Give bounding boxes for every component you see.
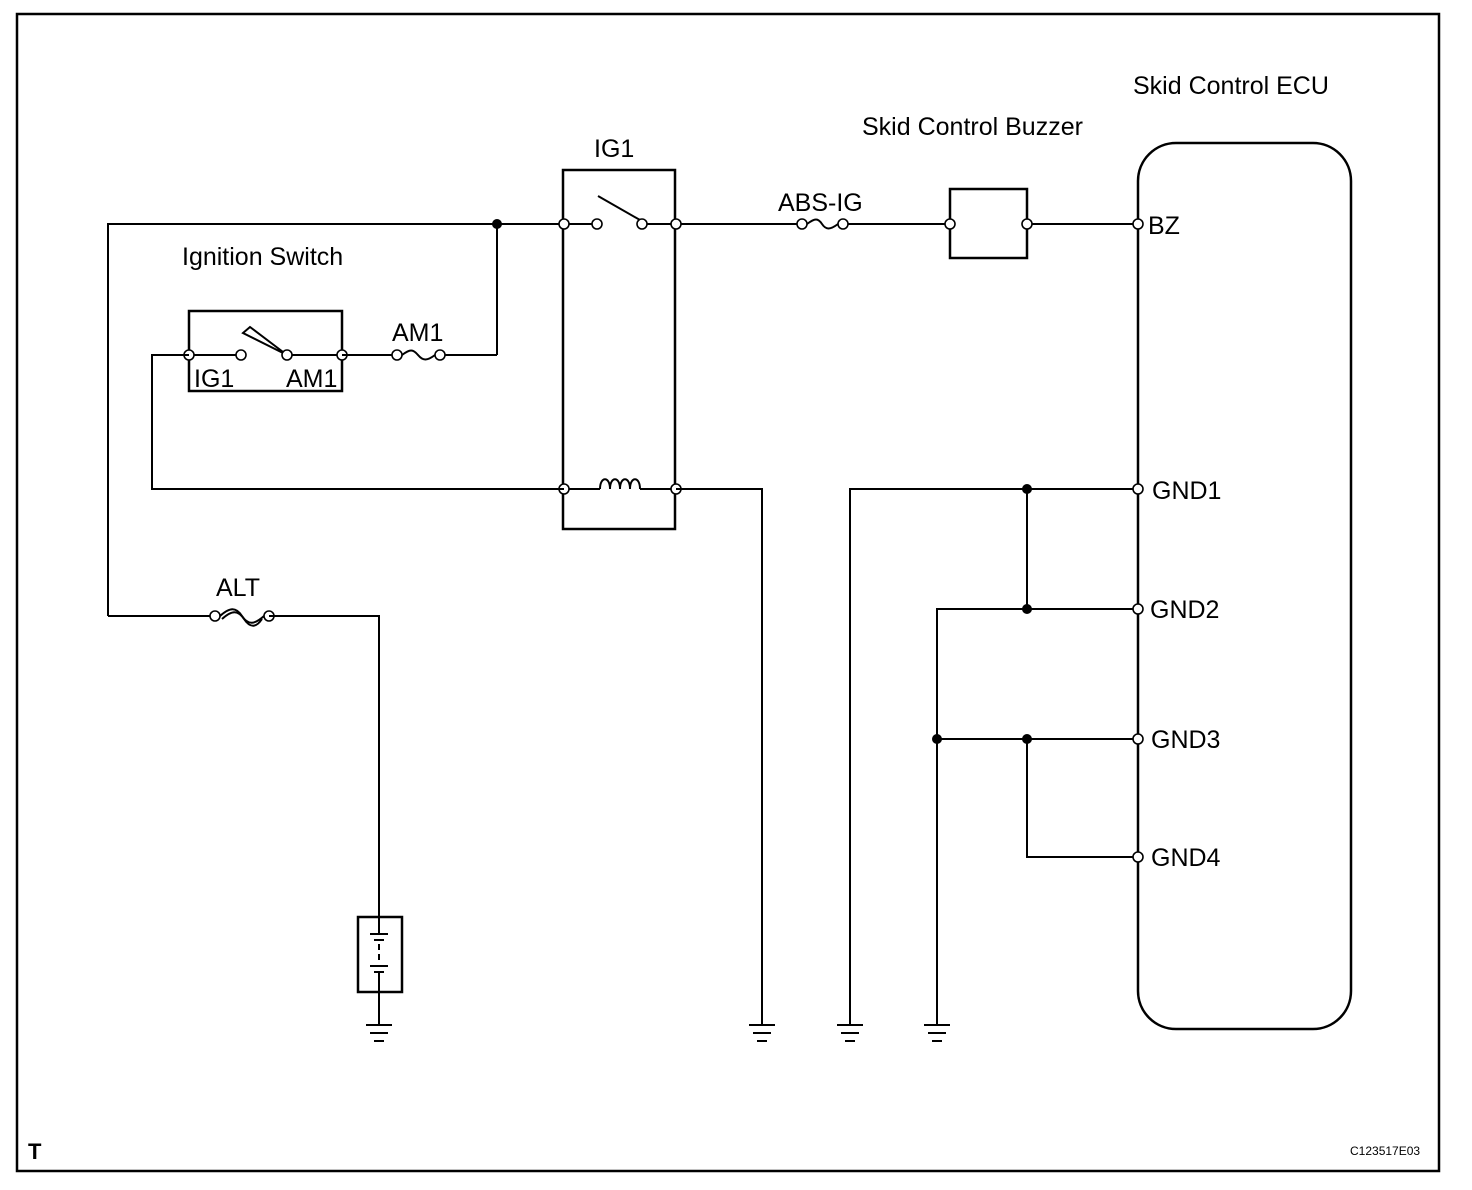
fuse-icon bbox=[401, 349, 436, 361]
pin-gnd3-label: GND3 bbox=[1151, 726, 1220, 754]
ecu-ground-wiring bbox=[849, 488, 1138, 1025]
am1-fuse bbox=[391, 349, 446, 361]
junction-dot bbox=[492, 219, 502, 229]
main-power-wire bbox=[107, 223, 1138, 616]
junction-dot bbox=[1022, 484, 1032, 494]
battery bbox=[356, 915, 404, 994]
skid-control-ecu bbox=[1132, 141, 1353, 1031]
fuse-icon bbox=[806, 218, 839, 230]
switch-lever-icon bbox=[241, 325, 288, 356]
ig1-relay bbox=[558, 168, 682, 531]
switch-ig1-label: IG1 bbox=[194, 365, 234, 393]
ground-icon bbox=[366, 1024, 392, 1042]
abs-ig-fuse bbox=[796, 218, 849, 230]
skid-control-buzzer bbox=[944, 187, 1033, 260]
corner-mark: T bbox=[28, 1139, 42, 1164]
diagram-frame bbox=[15, 12, 1441, 1173]
figure-code: C123517E03 bbox=[1350, 1144, 1420, 1158]
ignition-switch-title: Ignition Switch bbox=[182, 243, 343, 271]
relay-coil-icon bbox=[599, 478, 641, 490]
junction-dot bbox=[1022, 734, 1032, 744]
relay-ig1-label: IG1 bbox=[594, 135, 634, 163]
ground-icon bbox=[924, 1024, 950, 1042]
pin-bz-label: BZ bbox=[1148, 212, 1180, 240]
alt-fuse-label: ALT bbox=[216, 574, 260, 602]
junction-dot bbox=[1022, 604, 1032, 614]
switch-am1-label: AM1 bbox=[286, 365, 337, 393]
buzzer-title: Skid Control Buzzer bbox=[862, 113, 1083, 141]
coil-ground-wire bbox=[676, 488, 763, 1025]
am1-fuse-label: AM1 bbox=[392, 319, 443, 347]
abs-ig-fuse-label: ABS-IG bbox=[778, 189, 863, 217]
ecu-title: Skid Control ECU bbox=[1133, 72, 1329, 100]
ground-icon bbox=[837, 1024, 863, 1042]
ground-icon bbox=[749, 1024, 775, 1042]
ignition-switch: IG1 AM1 bbox=[183, 309, 348, 393]
pin-gnd2-label: GND2 bbox=[1150, 596, 1219, 624]
pin-gnd1-label: GND1 bbox=[1152, 477, 1221, 505]
pin-gnd4-label: GND4 bbox=[1151, 844, 1221, 872]
coil-feed-wire bbox=[151, 354, 564, 490]
junction-dot bbox=[932, 734, 942, 744]
alt-fuse bbox=[209, 608, 275, 627]
